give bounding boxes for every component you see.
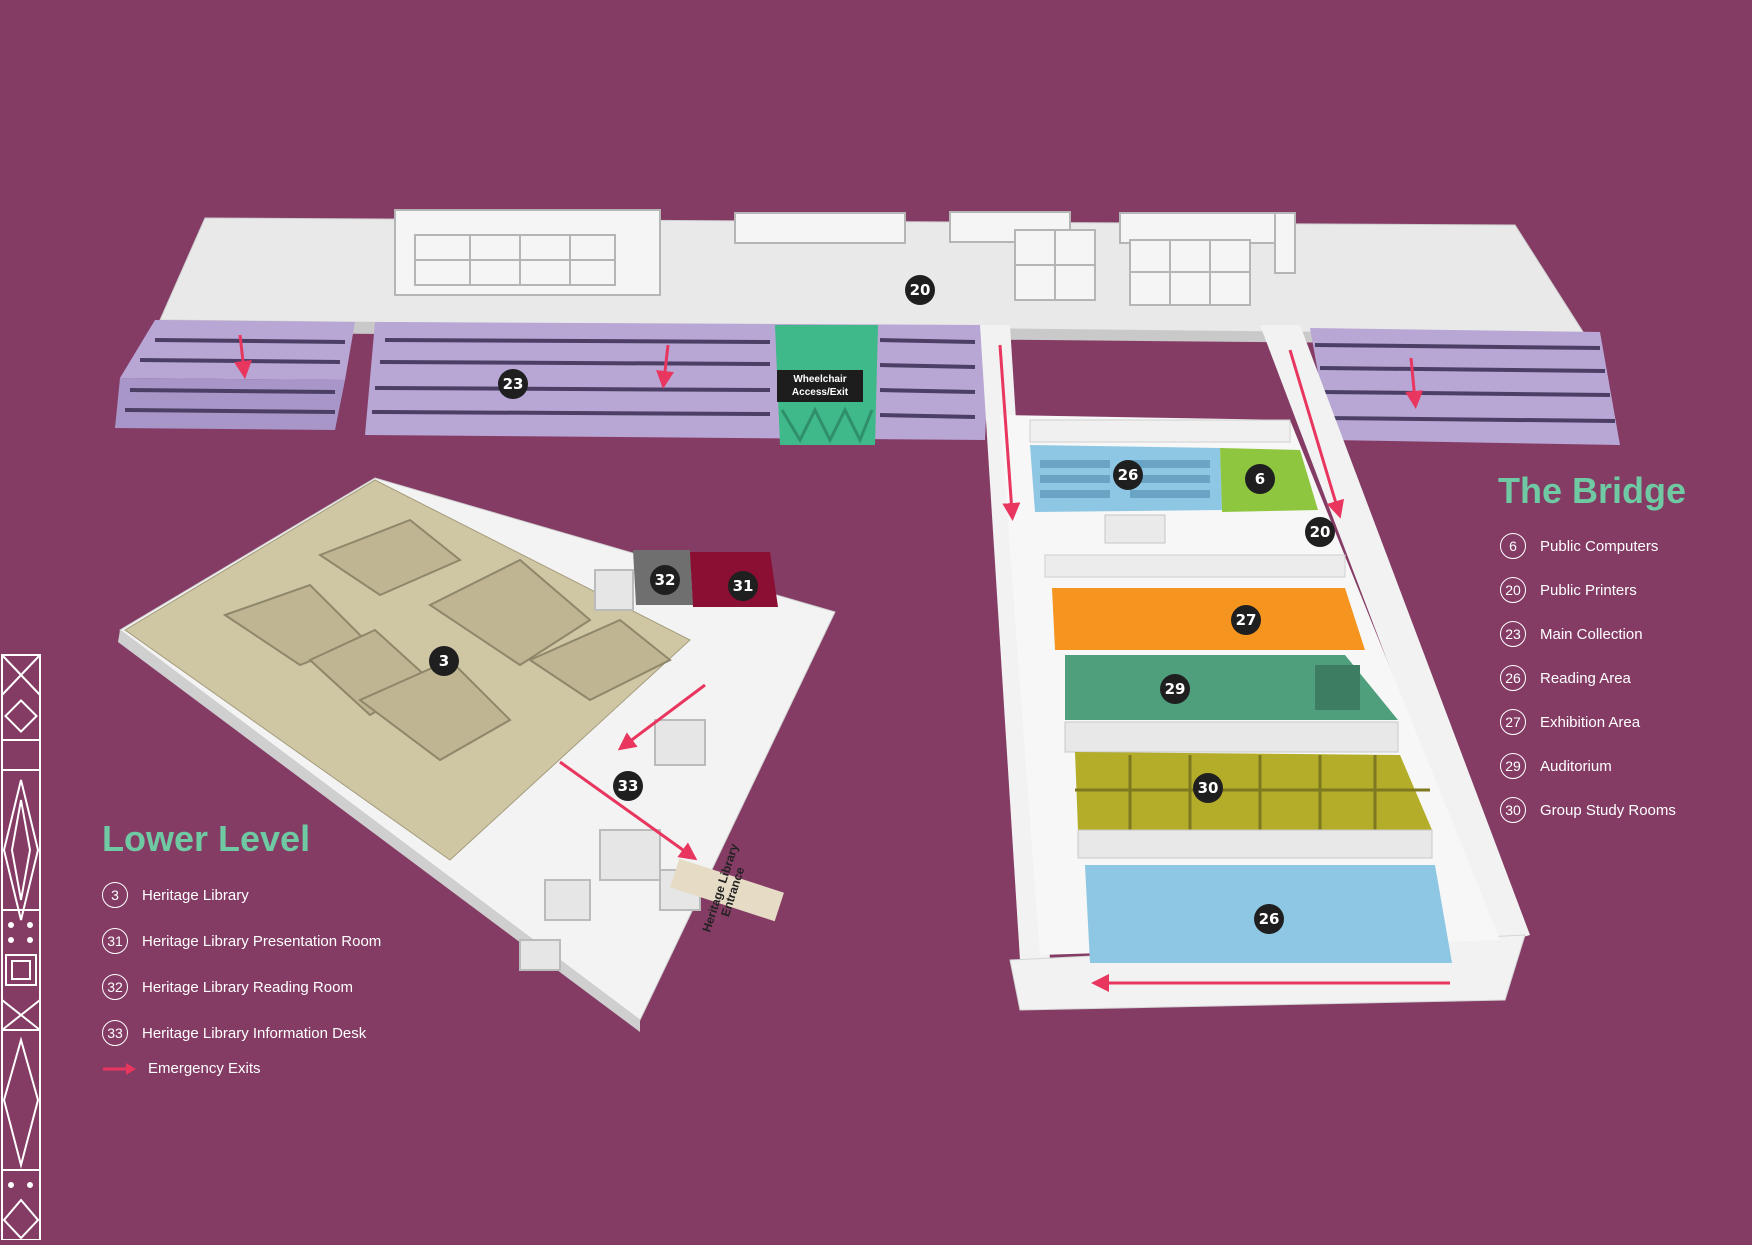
marker-main-collection: 23 [498,369,528,399]
legend-label: Group Study Rooms [1540,801,1676,819]
legend-number-badge: 26 [1500,665,1526,691]
marker-reading-room: 32 [650,565,680,595]
marker-public-printers-bridge: 20 [1305,517,1335,547]
legend-number-badge: 30 [1500,797,1526,823]
marker-reading-area-bottom: 26 [1254,904,1284,934]
auditorium [1065,655,1398,720]
legend-number-badge: 6 [1500,533,1526,559]
marker-exhibition-area: 27 [1231,605,1261,635]
marker-public-computers: 6 [1245,464,1275,494]
marker-information-desk: 33 [613,771,643,801]
lower-legend-item-31: 31 Heritage Library Presentation Room [102,928,381,954]
legend-label: Heritage Library [142,886,249,904]
legend-number-badge: 32 [102,974,128,1000]
bridge-legend-item-27: 27 Exhibition Area [1500,709,1640,735]
marker-heritage-library: 3 [429,646,459,676]
exhibition-area [1052,588,1365,650]
legend-number-badge: 3 [102,882,128,908]
marker-auditorium: 29 [1160,674,1190,704]
legend-label: Main Collection [1540,625,1643,643]
legend-label: Public Printers [1540,581,1637,599]
lower-level-legend-title: Lower Level [102,818,311,859]
legend-number-badge: 20 [1500,577,1526,603]
bridge-legend-item-23: 23 Main Collection [1500,621,1643,647]
emergency-arrow-icon [103,1062,136,1075]
legend-number-badge: 29 [1500,753,1526,779]
marker-reading-area-top: 26 [1113,460,1143,490]
marker-group-study: 30 [1193,773,1223,803]
legend-label: Heritage Library Presentation Room [142,932,382,950]
legend-label: Auditorium [1540,757,1612,775]
lower-legend-item-32: 32 Heritage Library Reading Room [102,974,353,1000]
wheelchair-label-line2: Access/Exit [791,387,849,398]
decorative-pattern [1,654,41,1241]
legend-number-badge: 23 [1500,621,1526,647]
bridge-legend-item-30: 30 Group Study Rooms [1500,797,1676,823]
legend-label: Heritage Library Reading Room [142,978,353,996]
legend-label: Heritage Library Information Desk [142,1024,367,1042]
wheelchair-access-label: Wheelchair Access/Exit [777,370,863,402]
bridge-legend-item-6: 6 Public Computers [1500,533,1658,559]
emergency-exit-arrows [234,334,1450,992]
office-walls [394,209,1296,306]
bridge-legend-item-20: 20 Public Printers [1500,577,1637,603]
legend-number-badge: 27 [1500,709,1526,735]
lower-legend-item-33: 33 Heritage Library Information Desk [102,1020,366,1046]
wheelchair-label-line1: Wheelchair [793,374,847,385]
legend-label: Exhibition Area [1540,713,1641,731]
bridge-legend-item-29: 29 Auditorium [1500,753,1612,779]
legend-emergency-exits: Emergency Exits [102,1060,261,1077]
emergency-exits-label: Emergency Exits [148,1060,261,1077]
lower-legend-item-3: 3 Heritage Library [102,882,249,908]
marker-presentation-room: 31 [728,571,758,601]
bridge-legend-item-26: 26 Reading Area [1500,665,1631,691]
legend-label: Public Computers [1540,537,1659,555]
bridge-legend-title: The Bridge [1498,470,1687,511]
legend-label: Reading Area [1540,669,1631,687]
legend-number-badge: 33 [102,1020,128,1046]
marker-public-printers-top: 20 [905,275,935,305]
legend-number-badge: 31 [102,928,128,954]
